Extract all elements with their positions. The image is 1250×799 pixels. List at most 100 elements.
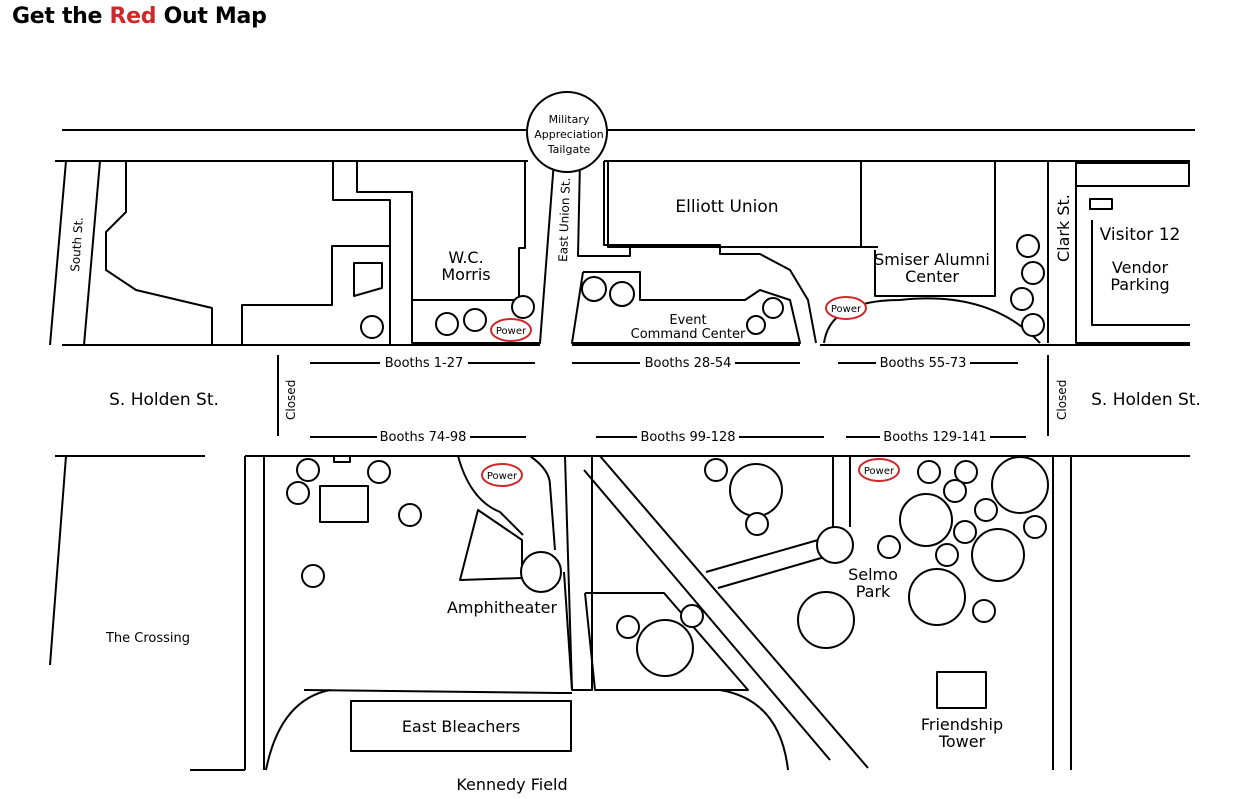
amphi-path (457, 455, 524, 536)
block-west (84, 161, 213, 346)
power-label: Power (496, 326, 527, 337)
selmo-circle (816, 526, 854, 564)
power-oval (490, 318, 532, 342)
bleachers-curve (265, 689, 331, 771)
south-small-building (319, 485, 369, 523)
power-oval (858, 458, 900, 482)
elliott-edge (603, 161, 630, 246)
tree (609, 281, 635, 307)
power-oval (481, 463, 523, 487)
tree (636, 619, 694, 677)
tree (367, 460, 391, 484)
tree (1021, 313, 1045, 337)
the-crossing-label: The Crossing (105, 631, 190, 646)
east-bleachers-label: East Bleachers (402, 717, 520, 736)
visitor-building (1075, 162, 1190, 187)
smiser-building (863, 160, 996, 297)
selmo-path (705, 539, 819, 573)
amphi-stage (459, 509, 523, 581)
power-marker: Power (825, 296, 867, 320)
south-st-edge (83, 160, 101, 346)
clark-edge-2 (1075, 161, 1190, 344)
military-tailgate-circle (526, 91, 608, 173)
tree (971, 528, 1025, 582)
booth-lines (310, 362, 1026, 438)
holden-st-label-right: S. Holden St. (1091, 390, 1201, 410)
east-union-south (563, 456, 593, 691)
friendship-tower-building (936, 671, 987, 709)
tree (935, 543, 959, 567)
wc-morris-lot (411, 160, 555, 344)
booths-label: Booths 1-27 (385, 356, 464, 371)
smiser-arc (823, 297, 1041, 344)
tree (729, 463, 783, 517)
tree (877, 535, 901, 559)
roads (49, 129, 1195, 666)
tree (511, 295, 535, 319)
bleachers-top (303, 689, 572, 694)
military-label-3: Tailgate (547, 143, 591, 156)
east-union-st-label: East Union St. (556, 177, 573, 262)
elliott-union-lot (577, 160, 817, 344)
tree (296, 458, 320, 482)
tree (463, 308, 487, 332)
tree (616, 615, 640, 639)
visitor-label: Visitor 12 (1100, 225, 1181, 245)
tree (762, 297, 784, 319)
holden-st-label-left: S. Holden St. (109, 390, 219, 410)
tree (972, 599, 996, 623)
title-suffix: Out Map (156, 4, 267, 29)
event-command-lot (571, 271, 801, 344)
wc-morris-building (356, 161, 526, 301)
tree (1010, 287, 1034, 311)
tree (581, 276, 607, 302)
block-edge (332, 161, 391, 246)
tree (953, 520, 977, 544)
closed-label-right: Closed (1055, 380, 1069, 420)
east-bleachers-building (350, 700, 572, 752)
diagonal-path (583, 469, 831, 761)
tree (398, 503, 422, 527)
power-oval (825, 296, 867, 320)
tree (301, 564, 325, 588)
visitor-small (1089, 198, 1113, 210)
amphi-path (529, 455, 556, 551)
smiser-label-2: Center (905, 267, 959, 286)
power-label: Power (487, 471, 518, 482)
elliott-union-label: Elliott Union (675, 197, 778, 217)
tree (991, 456, 1049, 514)
vendor-label-1: Vendor (1112, 258, 1169, 277)
buildings (62, 160, 1190, 771)
wc-morris-label-2: Morris (441, 265, 490, 284)
event-label-1: Event (669, 313, 706, 328)
tree (899, 493, 953, 547)
tree (680, 604, 704, 628)
power-label: Power (831, 304, 862, 315)
power-marker: Power (481, 463, 523, 487)
event-label-2: Command Center (631, 327, 746, 342)
booths-label: Booths 129-141 (883, 430, 986, 445)
tree (1021, 261, 1045, 285)
small-building (353, 262, 383, 297)
vendor-label-2: Parking (1110, 275, 1169, 294)
power-marker: Power (490, 318, 532, 342)
smiser-label-1: Smiser Alumni (874, 250, 990, 269)
booths-label: Booths 74-98 (380, 430, 467, 445)
military-label-2: Appreciation (534, 128, 603, 141)
tree (1023, 515, 1047, 539)
selmo-label-2: Park (856, 582, 891, 601)
tree (435, 312, 459, 336)
power-label: Power (864, 466, 895, 477)
tree (917, 460, 941, 484)
booths-label: Booths 99-128 (640, 430, 735, 445)
closed-label-left: Closed (284, 380, 298, 420)
tree (908, 568, 966, 626)
tree (974, 498, 998, 522)
park-triangle (584, 592, 749, 691)
map-title: Get the Red Out Map (12, 4, 267, 29)
diagonal-path (599, 455, 869, 769)
amphitheater-label: Amphitheater (447, 598, 557, 617)
friendship-label-1: Friendship (921, 715, 1003, 734)
amphi-circle (520, 551, 562, 593)
wc-morris-label-1: W.C. (448, 248, 483, 267)
